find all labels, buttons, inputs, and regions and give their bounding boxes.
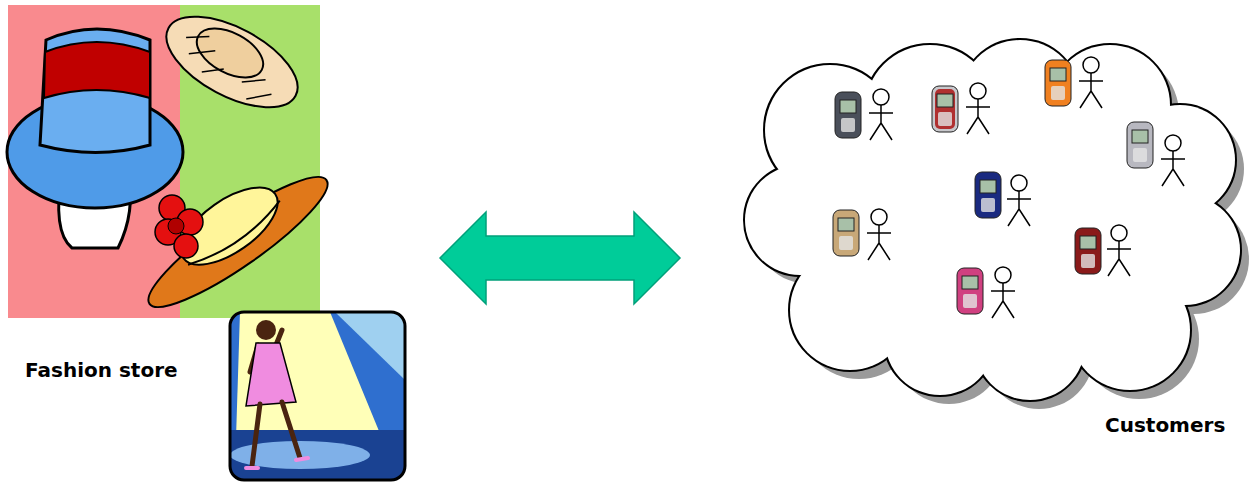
blue-hat-crown: [40, 29, 150, 153]
stick-figure: [1079, 57, 1103, 108]
phone-body: [1127, 122, 1153, 168]
phone-keys: [840, 100, 856, 132]
woman-dress: [246, 343, 296, 406]
picture-frame: [230, 312, 405, 480]
cloud-outline: [970, 105, 1190, 325]
phone-body: [833, 210, 859, 256]
floor: [230, 430, 405, 480]
cloud-fill: [745, 40, 1240, 400]
straw-hat: [152, 0, 311, 126]
woman-legs: [252, 402, 300, 466]
yellow-hat: [124, 144, 340, 324]
mobile-phone: [932, 86, 958, 132]
woman-shoes: [246, 458, 308, 468]
petal: [159, 195, 185, 221]
light-beam: [335, 312, 405, 380]
mobile-phone: [975, 172, 1001, 218]
phone-body: [957, 268, 983, 314]
stick-figure: [1107, 225, 1131, 276]
phone-body: [1075, 228, 1101, 274]
phone-body: [835, 92, 861, 138]
mobile-phone: [1127, 122, 1153, 168]
petal: [155, 219, 181, 245]
stick-figure: [991, 267, 1015, 318]
yellow-hat-brim: [136, 160, 340, 323]
pink-panel: [8, 5, 180, 318]
cloud-fill: [970, 105, 1190, 325]
woman-arms: [250, 330, 282, 372]
straw-weave: [174, 27, 282, 108]
phone-body: [932, 86, 958, 132]
yellow-hat-crown: [169, 173, 291, 280]
phone-keys: [980, 180, 996, 212]
petal: [174, 234, 198, 258]
mobile-phone: [957, 268, 983, 314]
straw-crown: [189, 18, 271, 87]
stick-figure: [869, 89, 893, 140]
mobile-phone: [1075, 228, 1101, 274]
green-panel: [180, 5, 320, 318]
hat-band: [44, 42, 150, 98]
illustration-node: Fashion store: [8, 5, 440, 480]
phone-keys: [1132, 130, 1148, 162]
stick-figure: [867, 209, 891, 260]
node-label: Customers: [1105, 413, 1255, 437]
light-beam: [235, 312, 395, 470]
woman-picture: [230, 312, 405, 480]
floor-spot: [230, 441, 370, 469]
phone-keys: [838, 218, 854, 250]
cloud-outline: [745, 40, 1240, 400]
stick-figure: [1161, 135, 1185, 186]
petal: [177, 209, 203, 235]
mobile-phone: [1045, 60, 1071, 106]
phone-keys: [1050, 68, 1066, 100]
petal: [168, 218, 184, 234]
phone-keys: [1080, 236, 1096, 268]
straw-brim: [152, 0, 311, 126]
double-arrow: [440, 212, 680, 304]
woman-figure: [246, 320, 308, 468]
stick-figure: [1007, 175, 1031, 226]
picture-back: [230, 312, 405, 480]
mobile-phone: [835, 92, 861, 138]
cloud-shape: [680, 30, 1250, 450]
cloud-shadow: [754, 49, 1249, 409]
mobile-phone: [833, 210, 859, 256]
red-flower: [155, 195, 203, 258]
mannequin-head: [59, 170, 131, 248]
phone-keys: [937, 94, 953, 126]
phone-keys: [962, 276, 978, 308]
stick-figure: [966, 83, 990, 134]
phone-body: [975, 172, 1001, 218]
cloud-node: Customers: [680, 30, 1250, 450]
phone-body: [1045, 60, 1071, 106]
node-label: Fashion store: [25, 358, 255, 382]
yellow-hat-line: [188, 201, 285, 273]
phone-face: [935, 89, 955, 129]
woman-head: [256, 320, 276, 340]
blue-hat-brim: [7, 96, 183, 208]
